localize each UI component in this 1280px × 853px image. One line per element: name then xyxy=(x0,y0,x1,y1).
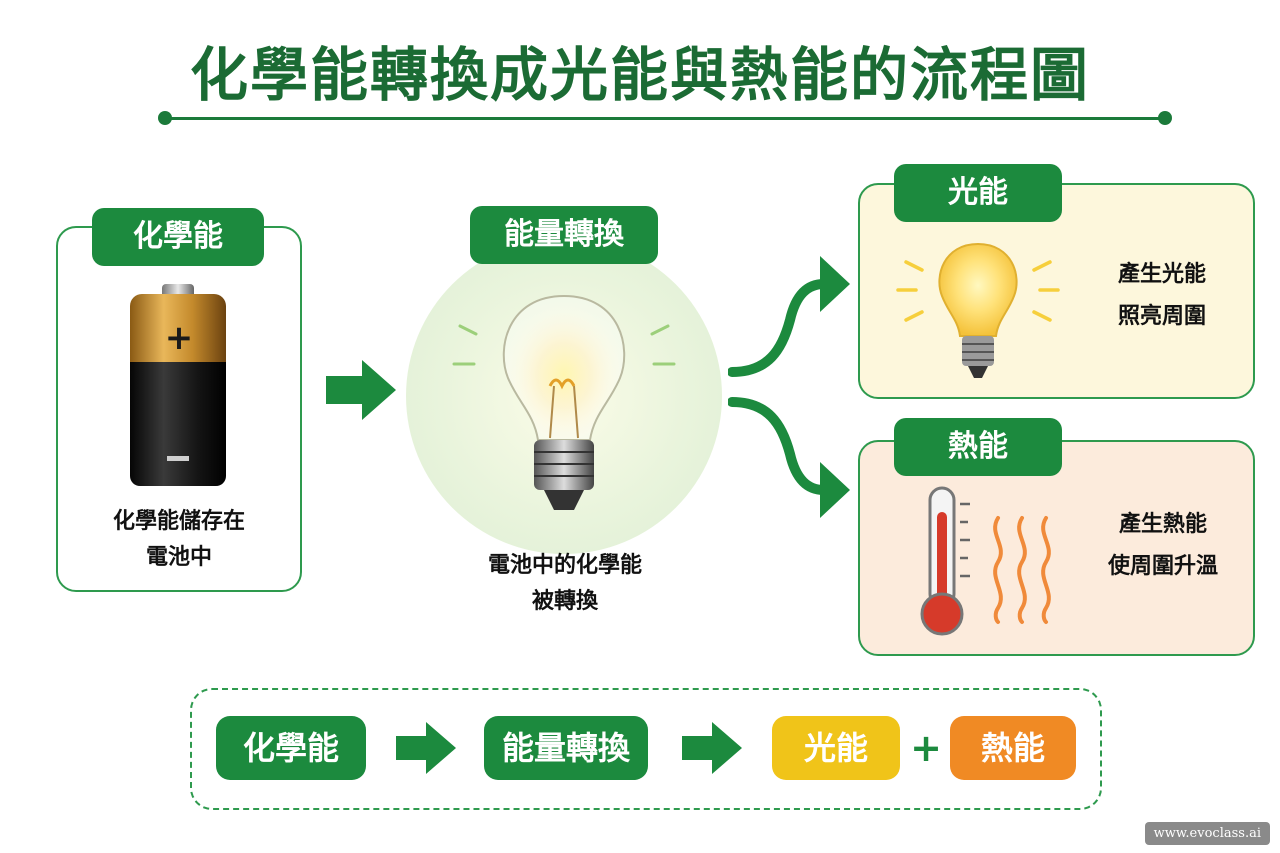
heat-energy-text: 產生熱能 使周圍升溫 xyxy=(1107,512,1218,579)
flow-arrow-icon xyxy=(682,722,742,774)
title-divider xyxy=(165,117,1165,120)
divider-dot-right xyxy=(1158,111,1172,125)
flow-plus-sign: + xyxy=(910,726,942,770)
battery-plus-sign: + xyxy=(164,318,194,358)
conversion-label: 能量轉換 xyxy=(470,206,658,264)
light-energy-label: 光能 xyxy=(894,164,1062,222)
divider-dot-left xyxy=(158,111,172,125)
page-title: 化學能轉換成光能與熱能的流程圖 xyxy=(189,41,1090,109)
thermometer-icon xyxy=(920,486,970,636)
battery-icon xyxy=(130,284,226,486)
glowing-bulb-icon xyxy=(896,242,1060,378)
watermark[interactable]: www.evoclass.ai xyxy=(1144,822,1270,845)
curved-arrow-icon xyxy=(728,256,850,518)
battery-minus-sign xyxy=(167,456,189,461)
flow-step-chemical: 化學能 xyxy=(216,716,366,780)
heat-wave-icon xyxy=(993,516,1051,624)
conversion-caption: 電池中的化學能 被轉換 xyxy=(487,553,642,614)
summary-flow-box xyxy=(190,688,1102,810)
light-energy-text: 產生光能 照亮周圍 xyxy=(1117,262,1206,329)
chemical-energy-label: 化學能 xyxy=(92,208,264,266)
flow-arrow-icon xyxy=(396,722,456,774)
heat-energy-label: 熱能 xyxy=(894,418,1062,476)
flow-step-conversion: 能量轉換 xyxy=(484,716,648,780)
chemical-caption: 化學能儲存在 電池中 xyxy=(112,509,245,570)
flow-step-light: 光能 xyxy=(772,716,900,780)
light-bulb-icon xyxy=(452,294,676,510)
flow-step-heat: 熱能 xyxy=(950,716,1076,780)
arrow-right-icon xyxy=(326,360,396,420)
